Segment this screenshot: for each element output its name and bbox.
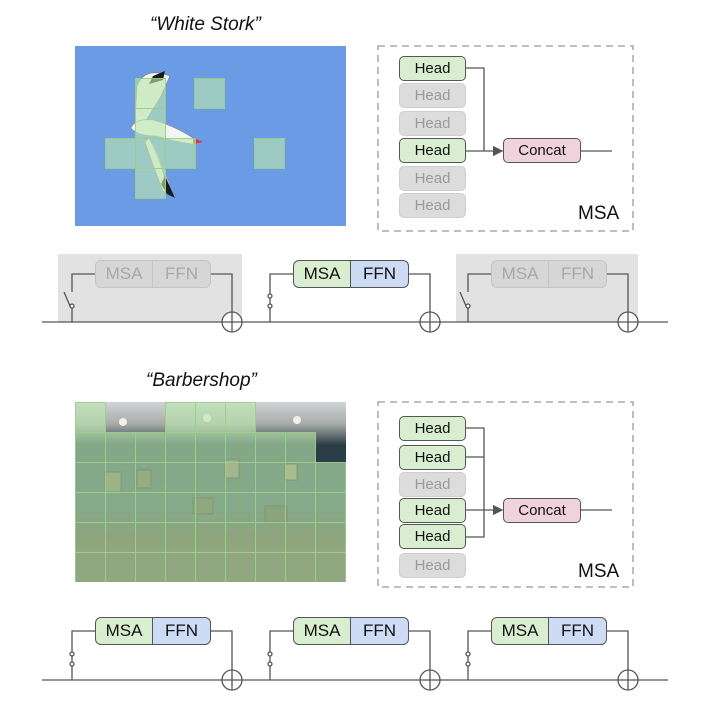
ffn-block-top-2: FFN [351, 260, 409, 288]
ffn-block-bottom-2: FFN [351, 617, 409, 645]
head-bottom-2: Head [399, 445, 466, 470]
concat-bottom: Concat [503, 498, 581, 523]
head-top-3: Head [399, 111, 466, 136]
patch [315, 552, 346, 582]
head-top-6: Head [399, 193, 466, 218]
head-connectors-top [465, 67, 612, 157]
head-bottom-4: Head [399, 498, 466, 523]
concat-top: Concat [503, 138, 581, 163]
msa-label-bottom: MSA [578, 561, 620, 582]
patch [105, 462, 136, 493]
caption-white-stork: “White Stork” [150, 14, 261, 35]
patch [285, 522, 316, 553]
patch [75, 492, 106, 523]
patch [194, 78, 225, 109]
patch [135, 522, 166, 553]
patch [165, 138, 196, 169]
patch [105, 138, 136, 169]
msa-box-bottom [377, 401, 634, 588]
head-top-1: Head [399, 56, 466, 81]
msa-block-bottom-2: MSA [293, 617, 351, 645]
patch [135, 552, 166, 582]
head-bottom-5: Head [399, 524, 466, 549]
head-bottom-1: Head [399, 416, 466, 441]
patch [285, 552, 316, 582]
patch [105, 522, 136, 553]
patch [165, 432, 196, 463]
patch [195, 492, 226, 523]
patch [255, 432, 286, 463]
msa-box-top [377, 45, 634, 232]
patch [165, 402, 196, 433]
patch [225, 432, 256, 463]
patch [255, 552, 286, 582]
patch [195, 522, 226, 553]
head-top-5: Head [399, 166, 466, 191]
patch [255, 522, 286, 553]
patch [165, 522, 196, 553]
msa-block-bottom-1: MSA [95, 617, 153, 645]
ffn-block-bottom-3: FFN [549, 617, 607, 645]
head-connectors-bottom [465, 427, 612, 538]
patch [75, 402, 106, 433]
caption-barbershop: “Barbershop” [146, 370, 257, 391]
patch [195, 462, 226, 493]
ffn-block-top-1: FFN [153, 260, 211, 288]
ffn-block-top-3: FFN [549, 260, 607, 288]
patch [315, 462, 346, 493]
head-bottom-6: Head [399, 553, 466, 578]
patch [195, 432, 226, 463]
patch [225, 402, 256, 433]
patch [135, 168, 166, 199]
patch [285, 462, 316, 493]
head-top-2: Head [399, 83, 466, 108]
patch [135, 108, 166, 139]
msa-block-top-1: MSA [95, 260, 153, 288]
white-stork-image [75, 46, 346, 226]
patch [254, 138, 285, 169]
patch [165, 462, 196, 493]
patch [315, 492, 346, 523]
patch [255, 462, 286, 493]
patch [315, 522, 346, 553]
residual-stream-top [42, 273, 668, 333]
barbershop-image [75, 402, 346, 582]
patch [135, 138, 166, 169]
residual-stream-bottom [42, 630, 668, 691]
patch [225, 492, 256, 523]
msa-block-bottom-3: MSA [491, 617, 549, 645]
patch [285, 432, 316, 463]
head-top-4: Head [399, 138, 466, 163]
msa-label-top: MSA [578, 203, 620, 224]
head-bottom-3: Head [399, 472, 466, 497]
ffn-block-bottom-1: FFN [153, 617, 211, 645]
msa-block-top-3: MSA [491, 260, 549, 288]
msa-block-top-2: MSA [293, 260, 351, 288]
